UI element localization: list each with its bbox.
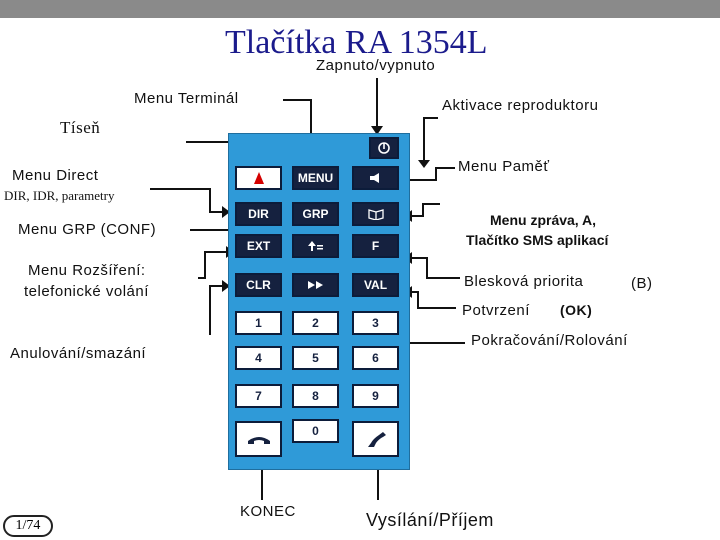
hang-up-icon	[247, 437, 270, 444]
key-2[interactable]: 2	[292, 311, 339, 335]
label-menu-zprava-2: Tlačítko SMS aplikací	[466, 232, 609, 248]
key-0[interactable]: 0	[292, 419, 339, 443]
menu-button[interactable]: MENU	[292, 166, 339, 190]
label-menu-direct: Menu Direct	[12, 167, 99, 184]
clr-button[interactable]: CLR	[235, 273, 282, 297]
key-3[interactable]: 3	[352, 311, 399, 335]
grp-button[interactable]: GRP	[292, 202, 339, 226]
key-6[interactable]: 6	[352, 346, 399, 370]
label-menu-grp: Menu GRP (CONF)	[18, 221, 157, 238]
alarm-triangle-icon	[253, 172, 264, 184]
label-menu-terminal: Menu Terminál	[134, 90, 239, 107]
label-anulovani: Anulování/smazání	[10, 345, 147, 362]
label-menu-rozsireni-1: Menu Rozšíření:	[28, 262, 146, 279]
key-7[interactable]: 7	[235, 384, 282, 408]
key-5[interactable]: 5	[292, 346, 339, 370]
key-8[interactable]: 8	[292, 384, 339, 408]
end-call-button[interactable]	[235, 421, 282, 457]
up-arrow-lines-icon	[307, 241, 323, 251]
label-aktivace: Aktivace reproduktoru	[442, 97, 599, 114]
label-menu-zprava-1: Menu zpráva, A,	[490, 212, 597, 228]
f-button[interactable]: F	[352, 234, 399, 258]
send-receive-button[interactable]	[352, 421, 399, 457]
message-button[interactable]	[352, 202, 399, 226]
page-number: 1/74	[3, 515, 53, 537]
label-bleskova-b: (B)	[631, 275, 653, 292]
label-pokracovani: Pokračování/Rolování	[471, 332, 628, 349]
slide-title: Tlačítka RA 1354L	[225, 24, 488, 61]
book-icon	[367, 209, 384, 220]
phone-icon	[367, 432, 386, 447]
dir-button[interactable]: DIR	[235, 202, 282, 226]
label-bleskova: Blesková priorita	[464, 273, 584, 290]
emergency-button[interactable]	[235, 166, 282, 190]
keypad-panel: MENU DIR GRP EXT F CLR VAL 1 2 3 4 5 6 7…	[228, 133, 410, 470]
label-menu-rozsireni-2: telefonické volání	[24, 283, 149, 300]
label-potvrzeni: Potvrzení	[462, 302, 530, 319]
label-zapnuto: Zapnuto/vypnuto	[316, 57, 436, 74]
label-vysilani: Vysílání/Příjem	[366, 510, 494, 530]
key-4[interactable]: 4	[235, 346, 282, 370]
key-1[interactable]: 1	[235, 311, 282, 335]
val-button[interactable]: VAL	[352, 273, 399, 297]
key-9[interactable]: 9	[352, 384, 399, 408]
label-menu-pamet: Menu Paměť	[458, 158, 550, 175]
top-bar	[0, 0, 720, 18]
fast-forward-icon	[307, 281, 323, 289]
priority-button[interactable]	[292, 234, 339, 258]
label-potvrzeni-ok: (OK)	[560, 302, 593, 318]
power-icon	[378, 142, 390, 154]
ext-button[interactable]: EXT	[235, 234, 282, 258]
label-dir-params: DIR, IDR, parametry	[4, 188, 115, 203]
scroll-button[interactable]	[292, 273, 339, 297]
label-tisen: Tíseň	[60, 118, 101, 137]
label-konec: KONEC	[240, 503, 296, 520]
power-button[interactable]	[369, 137, 399, 159]
speaker-button[interactable]	[352, 166, 399, 190]
speaker-icon	[369, 173, 379, 183]
